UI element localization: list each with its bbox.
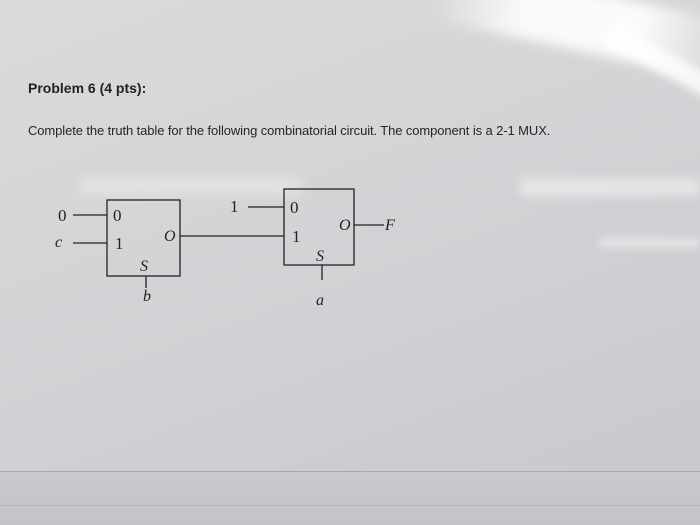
problem-description: Complete the truth table for the followi…	[28, 123, 551, 138]
mux1-select-label: S	[140, 258, 148, 275]
mux2-select-signal: a	[316, 292, 324, 309]
mux2-select-label: S	[316, 248, 324, 265]
page-footer-band	[0, 472, 700, 525]
mux2-output-signal: F	[384, 217, 395, 234]
mux2-input1-label: 1	[292, 227, 301, 246]
mux1-input1-label: 1	[115, 234, 124, 253]
mux1-in0-signal: 0	[58, 206, 67, 225]
mux2-input0-label: 0	[290, 198, 299, 217]
divider	[0, 505, 700, 506]
mux1-box	[106, 199, 181, 277]
mux1-output-label: O	[164, 228, 176, 245]
mux1-in1-signal: c	[55, 234, 62, 251]
mux1-select-signal: b	[143, 288, 151, 305]
divider	[0, 471, 700, 472]
mux2-in0-signal: 1	[230, 197, 239, 216]
problem-title: Problem 6 (4 pts):	[28, 80, 147, 96]
mux2-output-label: O	[339, 217, 351, 234]
mux2-box	[283, 188, 355, 266]
mux1-input0-label: 0	[113, 206, 122, 225]
